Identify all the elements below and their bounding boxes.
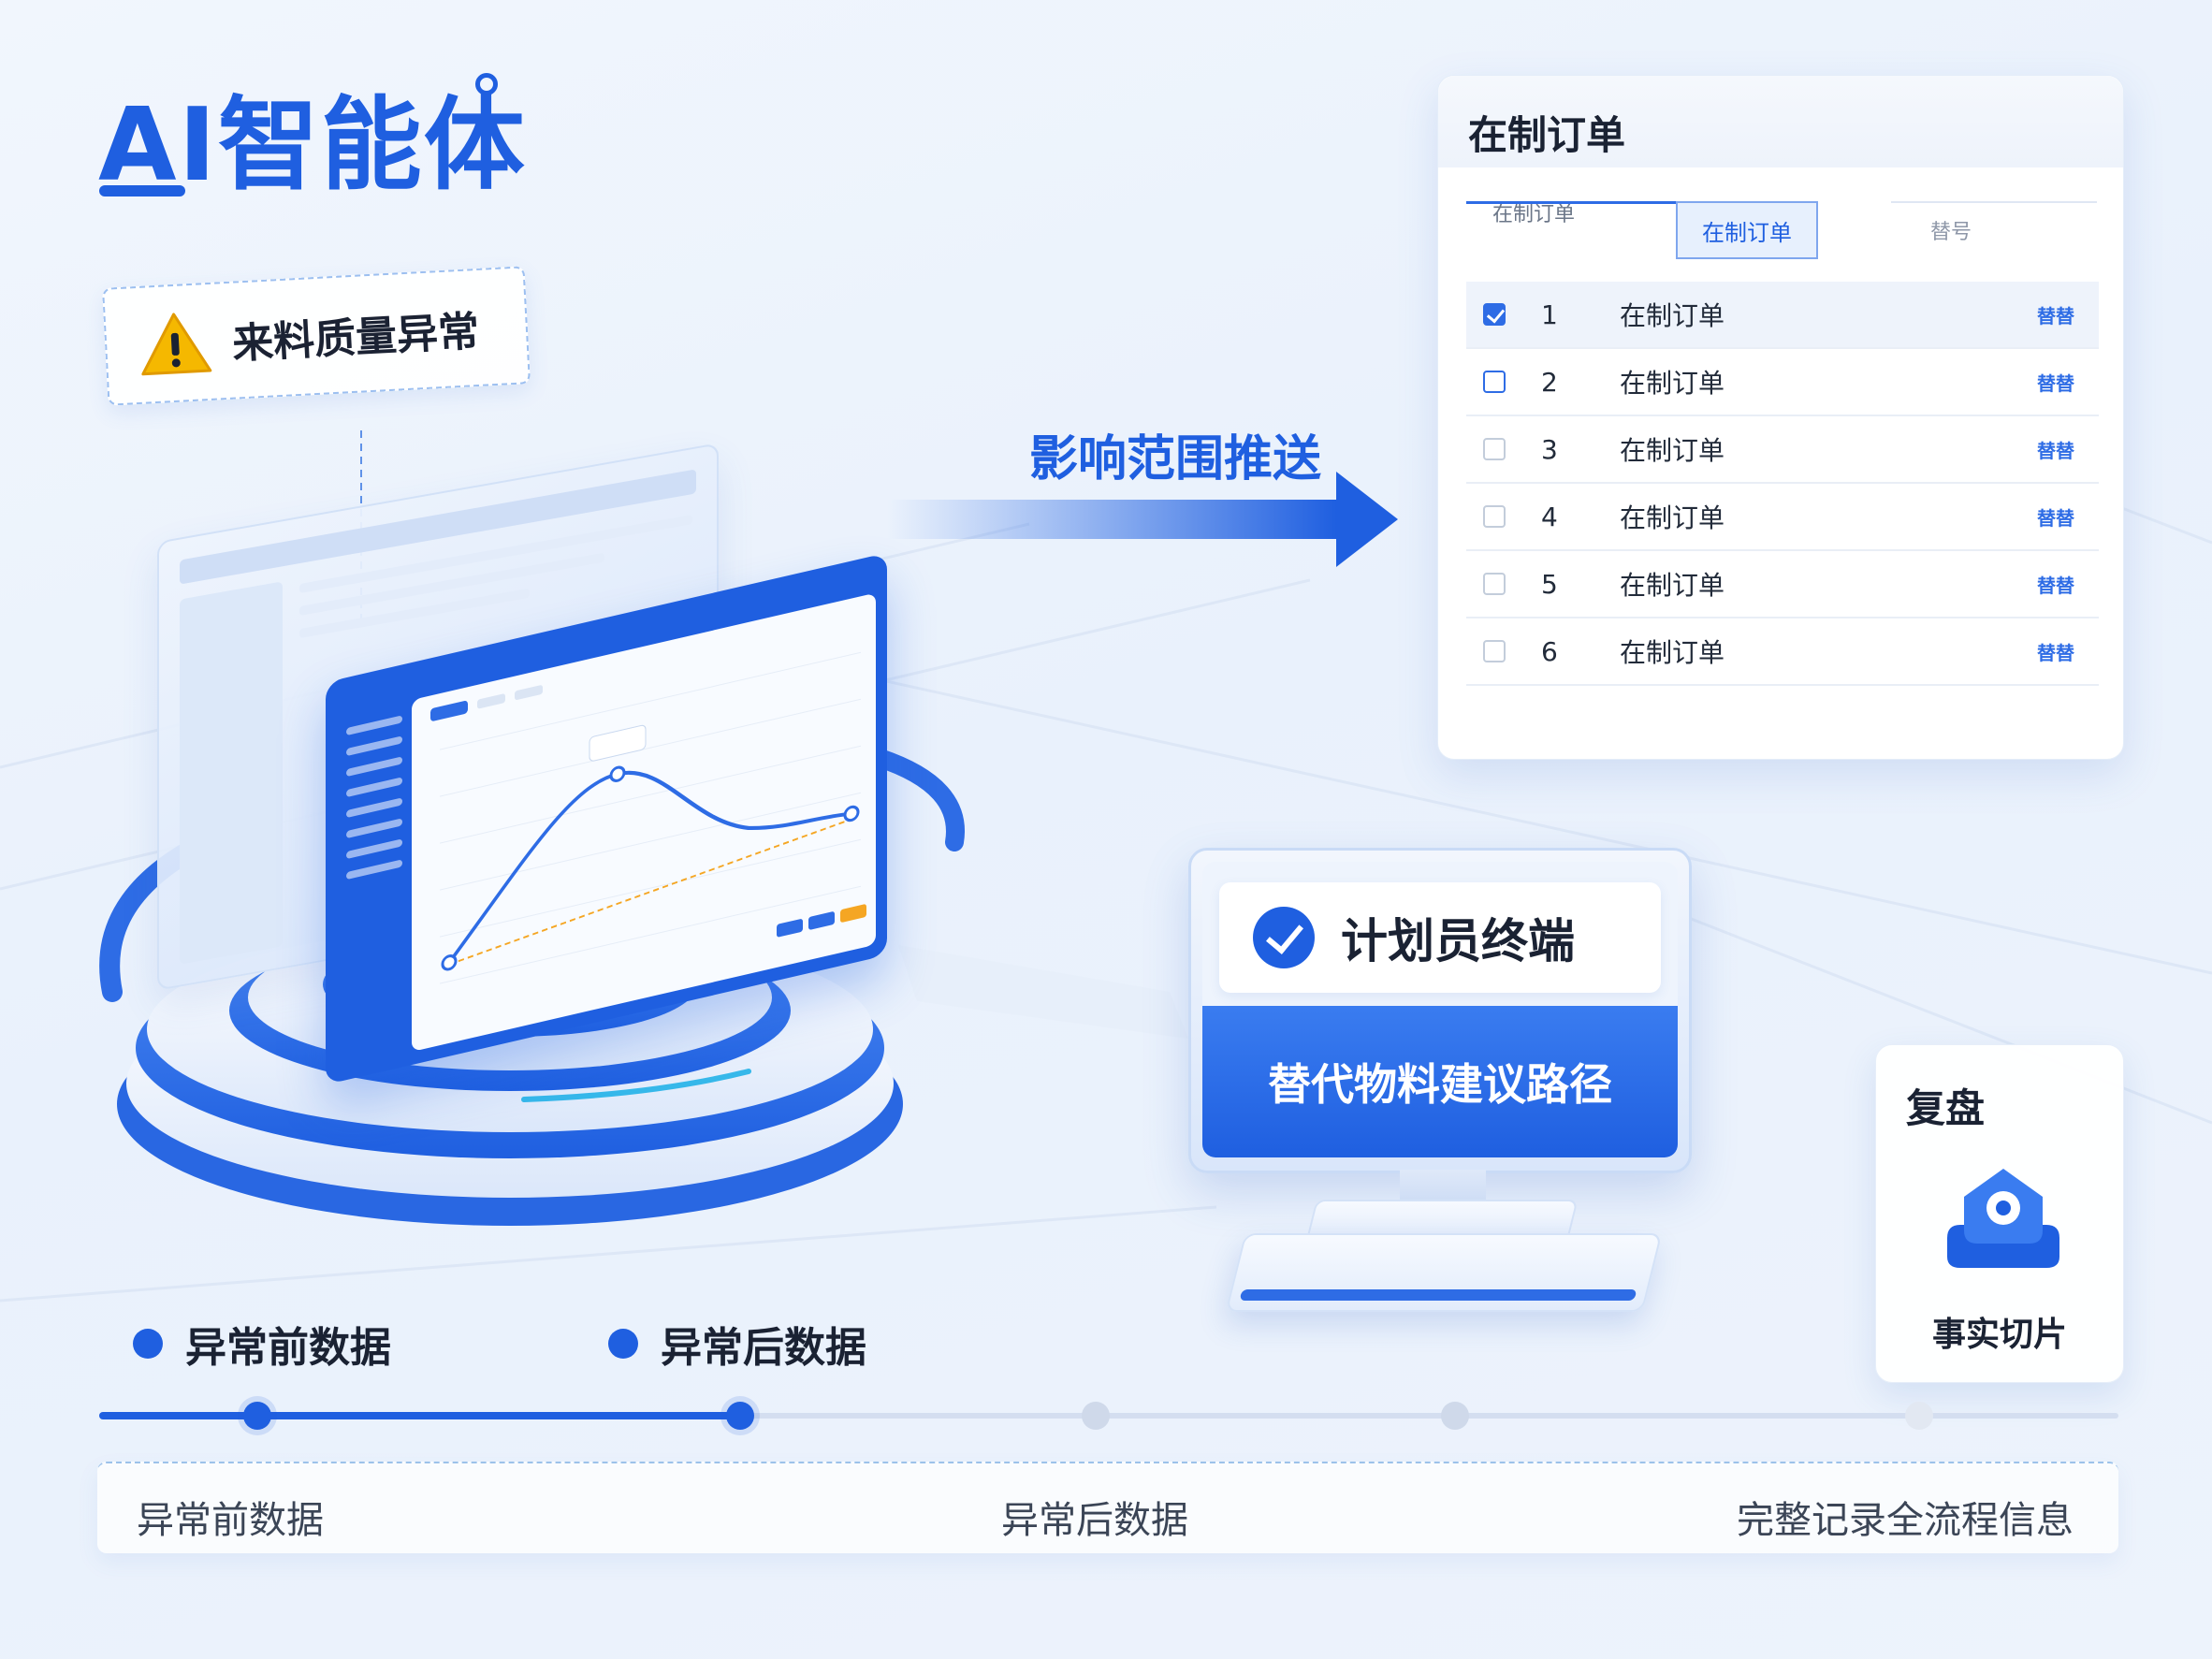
row-number: 1 [1541,298,1558,330]
legend-dot [133,1329,163,1359]
orders-list: 1 在制订单 替替 2 在制订单 替替 3 在制订单 替替 4 在制订单 替替 [1466,282,2099,686]
orders-panel: 在制订单 在制订单 在制订单 替号 1 在制订单 替替 2 在制订单 替替 [1437,75,2124,760]
window-sidebar [335,698,419,1070]
bottom-label-after: 异常后数据 [1001,1499,1188,1542]
timeline-node[interactable] [243,1402,271,1430]
title-underline [99,185,185,196]
timeline-node[interactable] [1905,1402,1933,1430]
review-card[interactable]: 复盘 事实切片 [1875,1044,2124,1383]
tab-orders[interactable]: 在制订单 [1676,201,1818,259]
row-name: 在制订单 [1620,300,1725,331]
tab-left-label: 在制订单 [1492,203,1576,226]
row-name: 在制订单 [1620,570,1725,601]
legend-dot [608,1329,638,1359]
timeline-progress [99,1412,741,1419]
table-row[interactable]: 1 在制订单 替替 [1466,282,2099,349]
degree-mark-icon [475,73,498,95]
row-checkbox[interactable] [1483,640,1506,662]
row-action-link[interactable]: 替替 [2037,304,2074,327]
terminal-title: 计划员终端 [1341,914,1575,968]
bottom-info-bar: 异常前数据 异常后数据 完整记录全流程信息 [97,1462,2118,1553]
warning-triangle-icon [141,313,212,376]
row-action-link[interactable]: 替替 [2037,439,2074,462]
row-action-link[interactable]: 替替 [2037,371,2074,395]
row-number: 3 [1541,433,1558,465]
row-action-link[interactable]: 替替 [2037,574,2074,597]
timeline-node[interactable] [726,1402,754,1430]
orders-title: 在制订单 [1438,76,2123,167]
row-checkbox[interactable] [1483,438,1506,460]
push-label: 影响范围推送 [1029,431,1322,488]
tab-divider [1891,201,2097,203]
tab-number[interactable]: 替号 [1930,221,1972,244]
location-pin-icon [1947,1169,2059,1268]
row-number: 5 [1541,568,1558,600]
table-row[interactable]: 5 在制订单 替替 [1466,551,2099,618]
table-row[interactable]: 2 在制订单 替替 [1466,349,2099,416]
content-line [299,588,530,639]
dashboard-front-window [326,552,887,1085]
terminal-screen: 计划员终端 替代物料建议路径 [1202,862,1678,1157]
tab-divider [1466,201,1676,204]
table-row[interactable]: 6 在制订单 替替 [1466,618,2099,686]
terminal-header: 计划员终端 [1219,882,1661,993]
row-checkbox[interactable] [1483,573,1506,595]
alert-card[interactable]: 来料质量异常 [102,266,531,406]
chart-screen [412,592,876,1053]
row-checkbox[interactable] [1483,303,1506,326]
terminal-base [1225,1233,1663,1312]
legend-after: 异常后数据 [608,1314,866,1374]
timeline-node[interactable] [1082,1402,1110,1430]
terminal-suggestion-button[interactable]: 替代物料建议路径 [1202,1006,1678,1157]
row-action-link[interactable]: 替替 [2037,641,2074,664]
row-name: 在制订单 [1620,435,1725,466]
bottom-label-before: 异常前数据 [137,1499,324,1542]
row-checkbox[interactable] [1483,505,1506,528]
review-title: 复盘 [1906,1085,1986,1131]
review-label: 事实切片 [1931,1316,2067,1354]
check-circle-icon [1253,907,1315,968]
window-sidebar [180,581,283,965]
app-title: AI智能体 [98,87,527,204]
table-row[interactable]: 4 在制订单 替替 [1466,484,2099,551]
row-name: 在制订单 [1620,637,1725,668]
row-action-link[interactable]: 替替 [2037,506,2074,530]
timeline-node[interactable] [1441,1402,1469,1430]
terminal-subtitle: 替代物料建议路径 [1268,1059,1612,1110]
row-number: 4 [1541,501,1558,532]
row-name: 在制订单 [1620,368,1725,399]
legend-after-text: 异常后数据 [661,1324,866,1372]
row-name: 在制订单 [1620,502,1725,533]
legend-before: 异常前数据 [133,1314,391,1374]
bottom-label-full-record: 完整记录全流程信息 [1737,1499,2074,1542]
legend-before-text: 异常前数据 [185,1324,391,1372]
table-row[interactable]: 3 在制订单 替替 [1466,416,2099,484]
row-number: 6 [1541,635,1558,667]
planner-terminal[interactable]: 计划员终端 替代物料建议路径 [1188,848,1692,1173]
trend-chart [430,651,866,984]
push-arrow-icon [887,472,1398,567]
row-number: 2 [1541,366,1558,398]
row-checkbox[interactable] [1483,371,1506,393]
orders-tabs: 在制订单 替号 [1466,201,2097,267]
